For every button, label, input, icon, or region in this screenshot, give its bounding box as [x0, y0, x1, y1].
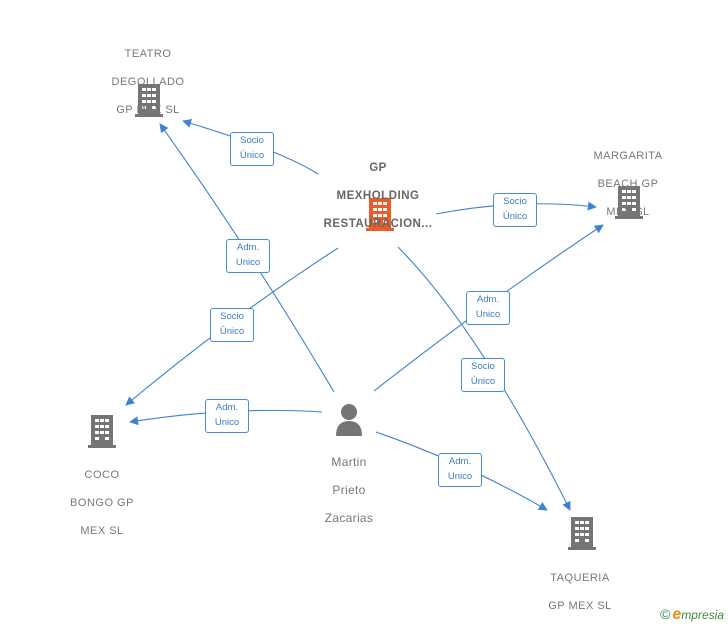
edge-label-line: Adm.	[476, 294, 500, 305]
edge-label-person-teatro[interactable]: Adm. Unico	[226, 239, 270, 273]
edge-label-line: Único	[502, 211, 528, 222]
edge-label-center-margarita[interactable]: Socio Único	[493, 193, 537, 227]
edge-label-line: Único	[470, 376, 496, 387]
edge-label-line: Socio	[220, 311, 244, 322]
edge-label-person-taqueria[interactable]: Adm. Unico	[438, 453, 482, 487]
edge-label-line: Único	[239, 150, 265, 161]
building-icon	[615, 186, 643, 219]
company-label-coco[interactable]: COCO BONGO GP MEX SL	[52, 454, 152, 552]
edge-label-line: Socio	[503, 196, 527, 207]
edge-label-line: Único	[219, 326, 245, 337]
company-label-margarita[interactable]: MARGARITA BEACH GP MEX SL	[578, 135, 678, 233]
label-line: BEACH GP	[597, 178, 659, 190]
building-icon	[366, 198, 394, 231]
building-icon	[568, 517, 596, 550]
person-label[interactable]: Martin Prieto Zacarias	[299, 441, 399, 539]
edge-label-center-taqueria[interactable]: Socio Único	[461, 358, 505, 392]
edge-label-person-margarita[interactable]: Adm. Unico	[466, 291, 510, 325]
edge-label-person-coco[interactable]: Adm. Unico	[205, 399, 249, 433]
edge-label-line: Adm.	[215, 402, 239, 413]
building-icon	[88, 415, 116, 448]
edge-label-line: Socio	[471, 361, 495, 372]
label-line: Martin	[331, 455, 367, 469]
label-line: MEX SL	[80, 525, 124, 537]
edge-label-line: Unico	[447, 471, 473, 482]
edge-label-line: Socio	[240, 135, 264, 146]
label-line: MARGARITA	[593, 150, 663, 162]
label-line: GP MEX SL	[548, 600, 612, 612]
label-line: TAQUERIA	[550, 572, 610, 584]
label-line: Prieto	[332, 483, 366, 497]
label-line: MEX SL	[606, 206, 650, 218]
edge-label-center-coco[interactable]: Socio Único	[210, 308, 254, 342]
copyright-icon: ©	[660, 606, 671, 622]
label-line: GP MEX SL	[116, 104, 180, 116]
edge-label-line: Adm.	[448, 456, 472, 467]
label-line: GP	[369, 162, 387, 174]
building-icon	[135, 84, 163, 117]
edge-label-line: Unico	[475, 309, 501, 320]
label-line: TEATRO	[124, 48, 172, 60]
label-line: MEXHOLDING	[336, 190, 420, 202]
edge-label-center-teatro[interactable]: Socio Único	[230, 132, 274, 166]
brand-initial: e	[672, 606, 682, 623]
label-line: RESTAURACION...	[323, 218, 433, 230]
label-line: Zacarias	[324, 511, 374, 525]
brand-logo: ©empresia	[660, 606, 724, 624]
edge-label-line: Unico	[214, 417, 240, 428]
edge-label-line: Adm.	[236, 242, 260, 253]
company-label-teatro[interactable]: TEATRO DEGOLLADO GP MEX SL	[98, 33, 198, 131]
company-label-taqueria[interactable]: TAQUERIA GP MEX SL	[530, 557, 630, 627]
label-line: COCO	[84, 469, 120, 481]
edge-label-line: Unico	[235, 257, 261, 268]
edge-line-center-taqueria	[397, 246, 571, 511]
brand-name: mpresia	[681, 608, 724, 622]
label-line: BONGO GP	[70, 497, 134, 509]
person-icon	[336, 404, 362, 436]
label-line: DEGOLLADO	[111, 76, 185, 88]
company-label-center[interactable]: GP MEXHOLDING RESTAURACION...	[308, 147, 448, 245]
